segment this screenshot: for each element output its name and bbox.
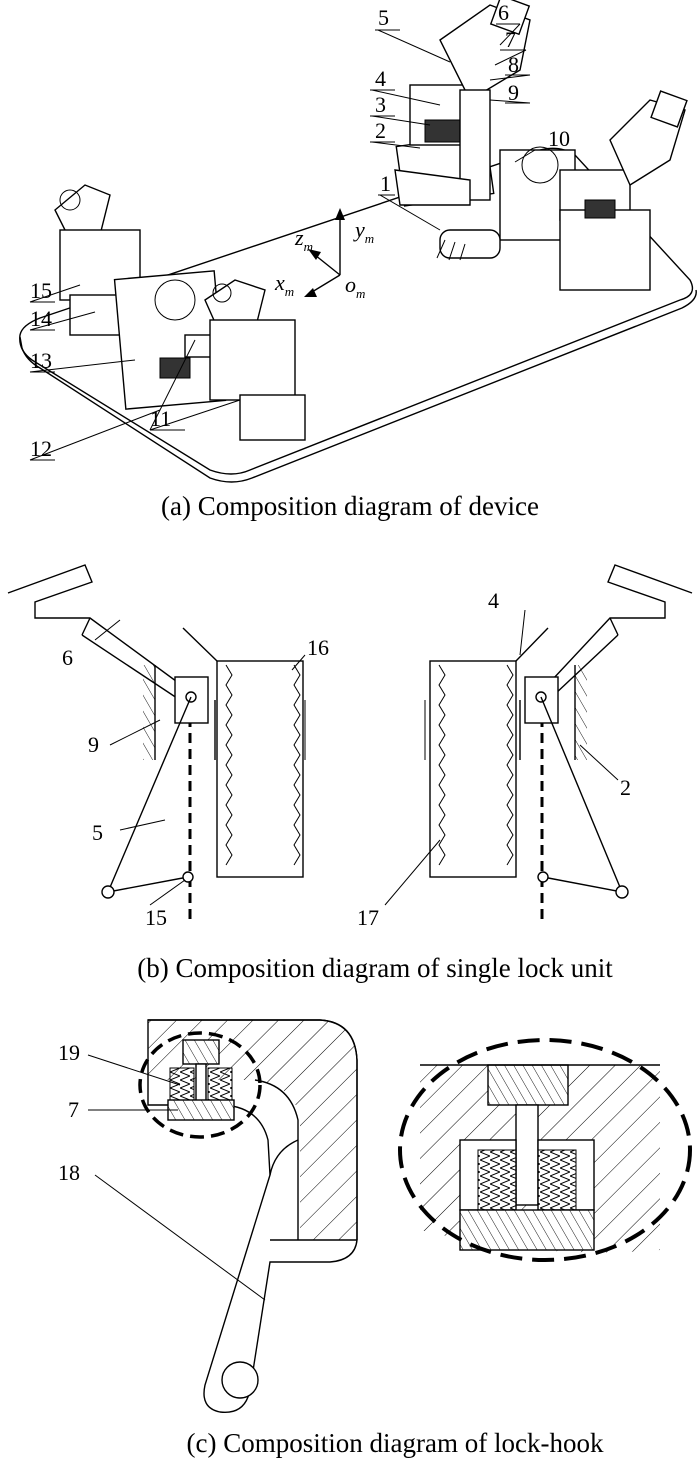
callout-b-17: 17 bbox=[357, 905, 379, 930]
callout-c-19: 19 bbox=[58, 1040, 80, 1065]
base-plate bbox=[19, 147, 694, 475]
callout-a-12: 12 bbox=[30, 436, 52, 461]
axis-x-label: xm bbox=[274, 270, 294, 299]
detail-circle-small bbox=[138, 1031, 262, 1139]
caption-panel-a: (a) Composition diagram of device bbox=[161, 491, 539, 521]
callout-c-18: 18 bbox=[58, 1160, 80, 1185]
callout-b-5: 5 bbox=[92, 820, 103, 845]
axis-origin-label: om bbox=[345, 272, 365, 301]
callout-a-9: 9 bbox=[508, 80, 519, 105]
lock-hook-drawing: 19 7 18 (c) Composition diagram of lock-… bbox=[58, 1019, 692, 1458]
callout-c-7: 7 bbox=[68, 1097, 79, 1122]
left-hook-arm bbox=[7, 564, 196, 696]
callout-a-7: 7 bbox=[505, 27, 516, 52]
callout-b-6: 6 bbox=[62, 645, 73, 670]
callout-b-15: 15 bbox=[145, 905, 167, 930]
leader-lines bbox=[29, 23, 575, 461]
callout-a-5: 5 bbox=[378, 5, 389, 30]
callout-b-9: 9 bbox=[88, 732, 99, 757]
callout-b-2: 2 bbox=[620, 775, 631, 800]
callout-a-2: 2 bbox=[375, 118, 386, 143]
callout-a-14: 14 bbox=[30, 306, 52, 331]
callout-b-4: 4 bbox=[488, 588, 499, 613]
leader-lines-c bbox=[87, 1054, 266, 1301]
callout-a-3: 3 bbox=[375, 92, 386, 117]
callout-b-16: 16 bbox=[307, 635, 329, 660]
left-roller-cylinder bbox=[182, 627, 306, 878]
zoom-detail-view bbox=[398, 1038, 692, 1262]
coordinate-frame bbox=[304, 208, 345, 297]
callout-a-4: 4 bbox=[375, 66, 386, 91]
right-lock-assembly bbox=[394, 0, 688, 291]
callout-a-10: 10 bbox=[548, 126, 570, 151]
caption-panel-c: (c) Composition diagram of lock-hook bbox=[187, 1428, 604, 1458]
single-lock-unit-drawing: 6 9 5 15 16 17 4 2 (b) Composition diagr… bbox=[7, 564, 693, 983]
callout-a-8: 8 bbox=[508, 52, 519, 77]
callout-a-15: 15 bbox=[30, 278, 52, 303]
callout-a-1: 1 bbox=[380, 171, 391, 196]
leader-lines-b bbox=[94, 609, 619, 906]
axis-y-label: ym bbox=[353, 217, 374, 246]
axis-z-label: zm bbox=[294, 225, 313, 254]
callout-a-13: 13 bbox=[30, 348, 52, 373]
device-composition-drawing: ym zm xm om 5 6 7 8 9 4 3 2 10 1 15 14 1… bbox=[19, 0, 697, 521]
right-roller-cylinder bbox=[424, 627, 549, 878]
hook-pivot-hole bbox=[221, 1361, 259, 1399]
caption-panel-b: (b) Composition diagram of single lock u… bbox=[137, 953, 613, 983]
callout-a-6: 6 bbox=[498, 0, 509, 25]
callout-a-11: 11 bbox=[150, 406, 171, 431]
left-lock-assembly bbox=[54, 184, 306, 441]
